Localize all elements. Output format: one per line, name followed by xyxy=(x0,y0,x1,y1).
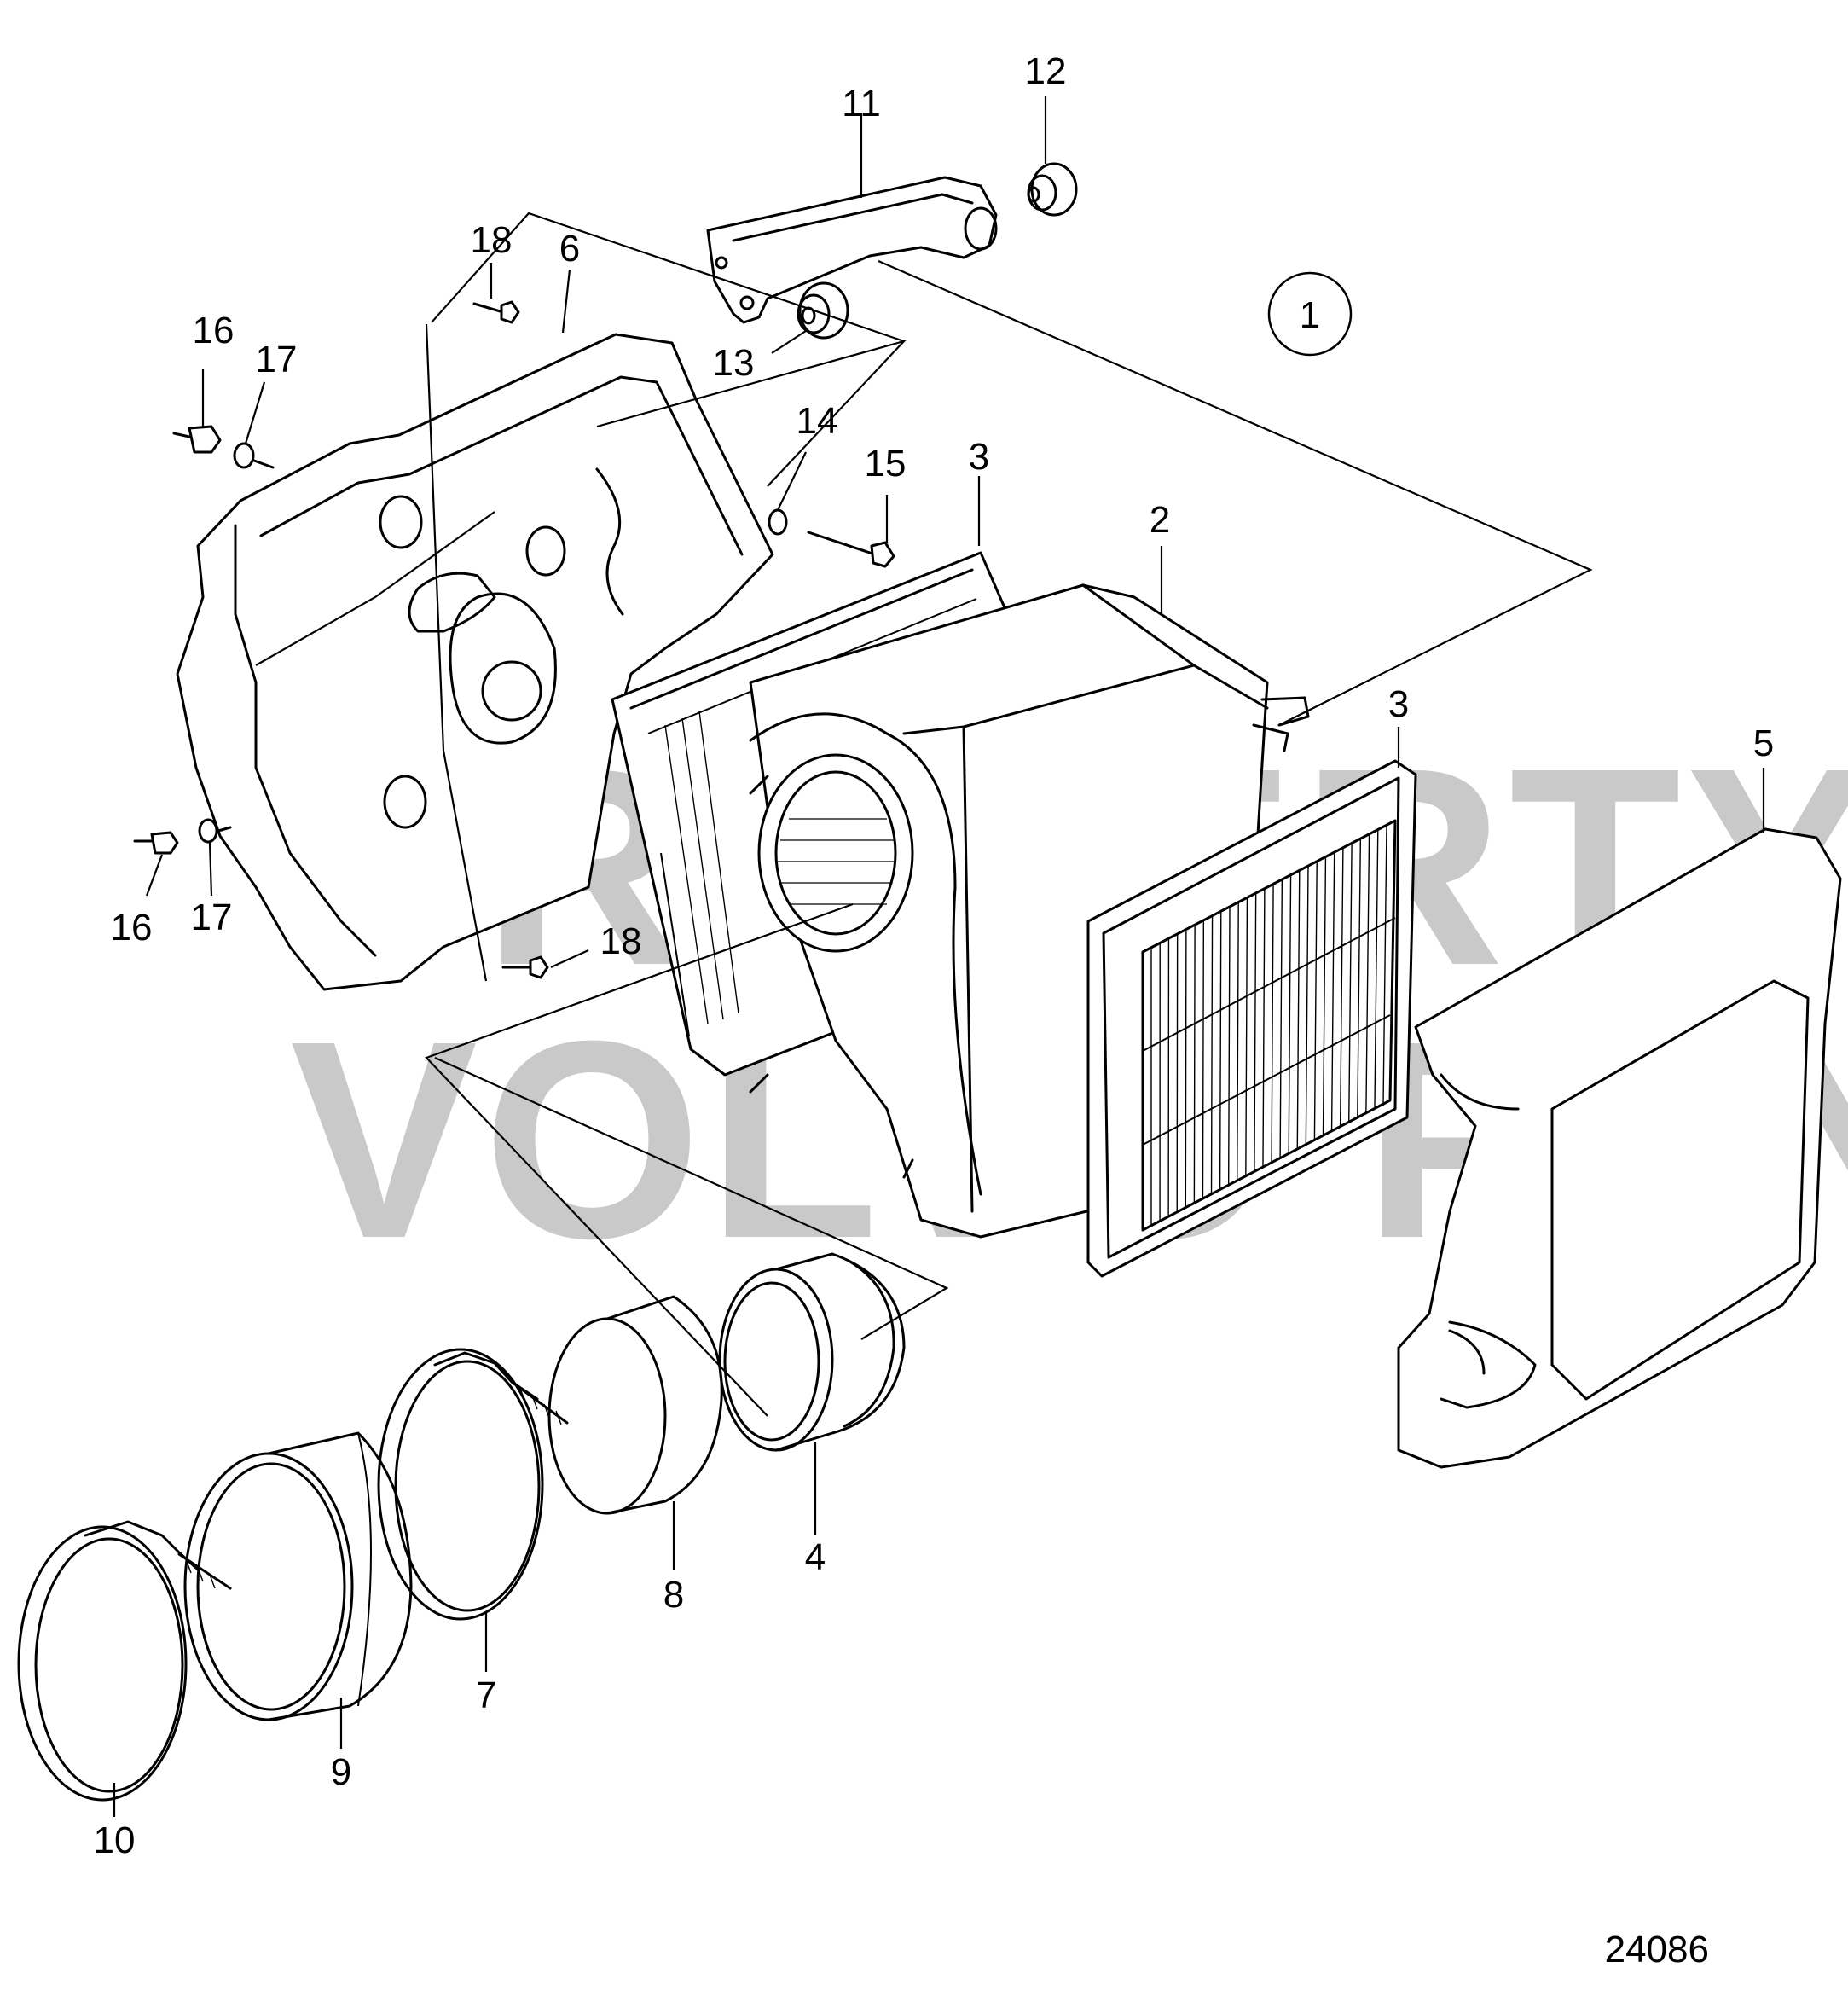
filter-pleat-line xyxy=(1279,879,1283,1159)
filter-pleat-line xyxy=(1305,866,1309,1146)
callout-5: 5 xyxy=(1753,723,1774,764)
callout-9: 9 xyxy=(331,1751,351,1793)
bolt-part-18-top xyxy=(472,300,520,324)
filter-pleat-line xyxy=(1219,912,1222,1190)
callout-4: 4 xyxy=(805,1536,826,1578)
callout-14: 14 xyxy=(797,400,838,442)
callout-6: 6 xyxy=(559,228,580,270)
figure-number: 24086 xyxy=(1605,1929,1709,1970)
rubber-mount-part-12 xyxy=(1027,162,1078,217)
callout-18-bottom: 18 xyxy=(600,920,642,962)
group-marker: 1 xyxy=(1267,271,1353,357)
callout-12: 12 xyxy=(1025,50,1067,92)
filter-pleat-line xyxy=(1348,844,1353,1123)
callout-11: 11 xyxy=(842,83,881,125)
rear-housing-part-6 xyxy=(176,333,774,991)
callout-2: 2 xyxy=(1150,499,1170,541)
filter-pleat-line xyxy=(1237,902,1239,1181)
callout-17-bottom: 17 xyxy=(191,897,233,938)
hose-clamp-part-7 xyxy=(377,1348,569,1621)
callout-17-top: 17 xyxy=(256,339,298,380)
callout-8: 8 xyxy=(663,1574,684,1616)
bolt-part-18-bottom xyxy=(501,955,549,979)
nut-part-16-top xyxy=(172,425,222,454)
filter-pleat-line xyxy=(1288,875,1292,1155)
filter-pleat-line xyxy=(1374,830,1379,1111)
callout-15: 15 xyxy=(865,443,907,485)
bracket-part-11 xyxy=(706,176,998,324)
leader-lines xyxy=(113,96,1765,1817)
filter-pleat-line xyxy=(1271,885,1274,1164)
hose-part-9 xyxy=(183,1431,413,1721)
filter-pleat-line xyxy=(1262,889,1266,1168)
callout-labels: 12 11 18 6 16 17 13 14 15 3 2 3 5 16 17 … xyxy=(94,50,1775,1861)
callout-3-front: 3 xyxy=(1388,683,1409,725)
filter-pleat-line xyxy=(1245,898,1248,1176)
callout-7: 7 xyxy=(476,1674,496,1716)
rubber-mount-part-13 xyxy=(797,281,849,340)
filter-pleat-line xyxy=(1202,920,1205,1198)
group-marker-label: 1 xyxy=(1300,294,1320,336)
filter-pleat-line xyxy=(1357,839,1362,1119)
filter-pleat-line xyxy=(1185,930,1187,1208)
hose-clamp-part-10 xyxy=(17,1520,232,1802)
callout-16-top: 16 xyxy=(193,310,235,351)
callout-10: 10 xyxy=(94,1819,136,1861)
filter-pleat-line xyxy=(1330,852,1335,1133)
filter-pleat-line xyxy=(1296,871,1301,1150)
filter-pleat-line xyxy=(1193,926,1196,1204)
callout-3-rear: 3 xyxy=(969,436,989,478)
filter-pleat-line xyxy=(1227,907,1231,1186)
filter-pleat-line xyxy=(1313,862,1318,1141)
callout-13: 13 xyxy=(713,342,755,384)
washer-part-17-bottom xyxy=(198,818,232,844)
filter-pleat-line xyxy=(1382,825,1387,1106)
callout-18-top: 18 xyxy=(471,219,513,261)
filter-pleat-line xyxy=(1254,893,1257,1172)
filter-pleat-line xyxy=(1365,834,1370,1115)
filter-element-part-3-front xyxy=(1086,759,1417,1278)
nut-part-16-bottom xyxy=(133,831,179,855)
adapter-ring-part-4 xyxy=(718,1252,906,1452)
filter-pleat-line xyxy=(1322,857,1327,1137)
group-marker-circle xyxy=(1267,271,1353,357)
front-cover-part-5 xyxy=(1397,827,1842,1469)
filter-pleat-line xyxy=(1210,916,1214,1194)
callout-16-bottom: 16 xyxy=(111,907,153,949)
sleeve-part-8 xyxy=(547,1295,723,1515)
washer-part-17-top xyxy=(233,442,275,469)
washer-part-14 xyxy=(768,508,788,536)
bolt-part-15 xyxy=(807,531,895,568)
filter-pleat-line xyxy=(1339,848,1344,1128)
